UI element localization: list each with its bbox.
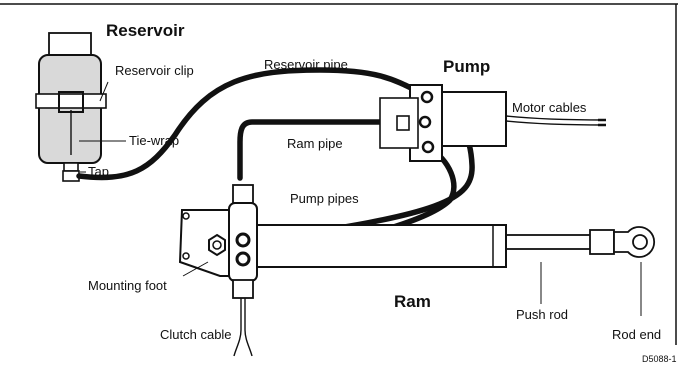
pump-title: Pump <box>443 57 490 76</box>
label-reservoir-clip: Reservoir clip <box>115 63 194 78</box>
reservoir-tap <box>63 162 79 172</box>
label-ram-pipe: Ram pipe <box>287 136 343 151</box>
reservoir <box>35 32 107 182</box>
label-mounting-foot: Mounting foot <box>88 278 167 293</box>
clutch-fitting <box>232 279 254 299</box>
label-clutch-cable: Clutch cable <box>160 327 232 342</box>
ram <box>178 184 655 299</box>
ram-cylinder <box>247 224 507 268</box>
reservoir-body <box>38 54 102 164</box>
label-reservoir-pipe: Reservoir pipe <box>264 57 348 72</box>
pump <box>379 84 507 162</box>
ram-title: Ram <box>394 292 431 311</box>
label-pump-pipes: Pump pipes <box>290 191 359 206</box>
clutch-cable <box>233 298 253 357</box>
figure-code: D5088-1 <box>642 354 677 364</box>
pump-port-top <box>420 90 434 104</box>
pump-port-bottom <box>421 140 435 154</box>
label-tie-wrap: Tie-wrap <box>129 133 179 148</box>
pump-port-middle <box>418 115 432 129</box>
ram-port-upper <box>235 232 251 248</box>
reservoir-clip <box>35 93 107 109</box>
rod-end-hole <box>632 234 648 250</box>
label-motor-cables: Motor cables <box>512 100 587 115</box>
ram-pipe-fitting <box>396 115 410 131</box>
ram-pipe-fitting-nut <box>232 184 254 204</box>
leader-mounting-foot <box>182 261 209 277</box>
motor-cables <box>505 115 606 127</box>
foot-bolt-top <box>182 212 190 220</box>
leader-reservoir-clip <box>99 81 109 102</box>
reservoir-title: Reservoir <box>106 21 185 40</box>
label-push-rod: Push rod <box>516 307 568 322</box>
reservoir-pipe <box>76 67 428 181</box>
push-rod <box>504 234 598 250</box>
leader-lines <box>79 81 642 316</box>
foot-bolt-bottom <box>182 252 190 260</box>
ram-port-lower <box>235 251 251 267</box>
rod-end-collar <box>589 229 615 255</box>
label-tap: Tap <box>88 164 109 179</box>
ram-pipe <box>237 119 413 181</box>
foot-nut-hole <box>212 240 222 250</box>
label-rod-end: Rod end <box>612 327 661 342</box>
